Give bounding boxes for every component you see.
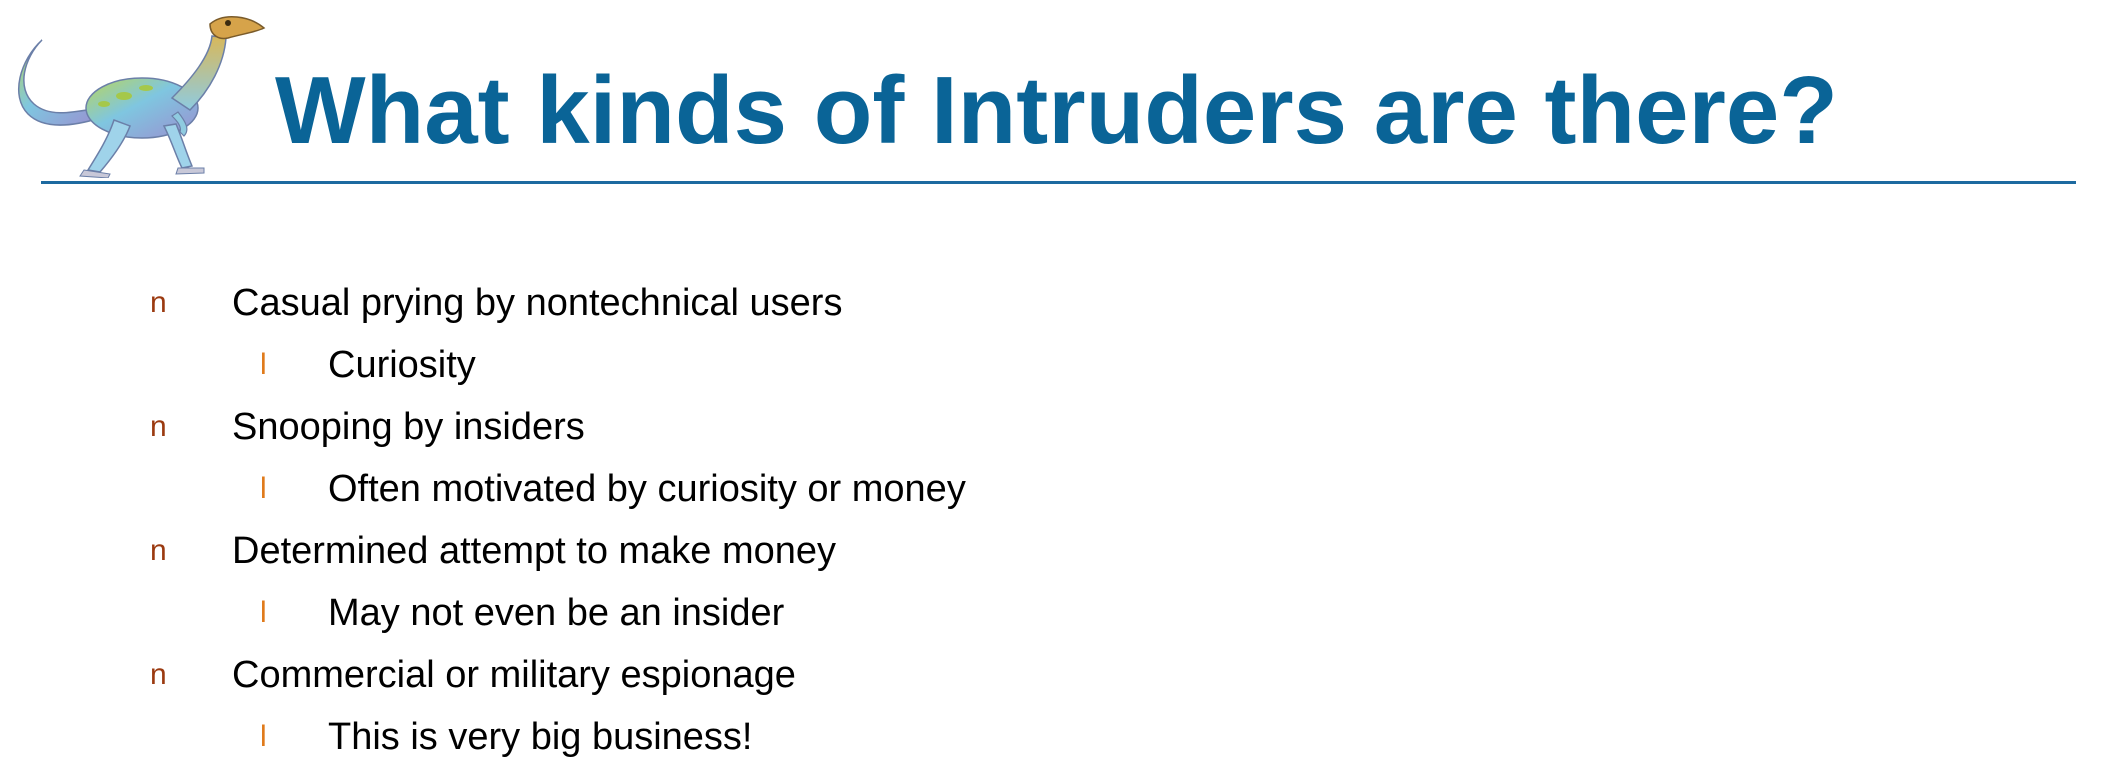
sub-bullet-marker: l: [260, 472, 267, 505]
bullet-text: Commercial or military espionage: [232, 654, 796, 696]
list-item: n Snooping by insiders: [0, 396, 2103, 458]
sub-bullet-marker: l: [260, 596, 267, 629]
list-item: n Commercial or military espionage: [0, 644, 2103, 706]
slide-title: What kinds of Intruders are there?: [275, 57, 1838, 164]
list-item: l May not even be an insider: [0, 582, 2103, 644]
list-item: l Often motivated by curiosity or money: [0, 458, 2103, 520]
bullet-text: Snooping by insiders: [232, 406, 585, 448]
sub-bullet-marker: l: [260, 348, 267, 381]
list-item: n Determined attempt to make money: [0, 520, 2103, 582]
list-item: l Curiosity: [0, 334, 2103, 396]
bullet-text: Casual prying by nontechnical users: [232, 282, 843, 324]
bullet-marker: n: [150, 534, 167, 567]
dinosaur-icon: [14, 8, 272, 179]
bullet-list: n Casual prying by nontechnical users l …: [0, 272, 2103, 768]
list-item: l This is very big business!: [0, 706, 2103, 768]
sub-bullet-marker: l: [260, 720, 267, 753]
sub-bullet-text: This is very big business!: [328, 716, 753, 758]
sub-bullet-text: May not even be an insider: [328, 592, 785, 634]
bullet-marker: n: [150, 286, 167, 319]
title-divider: [41, 181, 2076, 184]
bullet-marker: n: [150, 658, 167, 691]
bullet-marker: n: [150, 410, 167, 443]
sub-bullet-text: Often motivated by curiosity or money: [328, 468, 966, 510]
bullet-text: Determined attempt to make money: [232, 530, 837, 572]
list-item: n Casual prying by nontechnical users: [0, 272, 2103, 334]
sub-bullet-text: Curiosity: [328, 344, 476, 386]
